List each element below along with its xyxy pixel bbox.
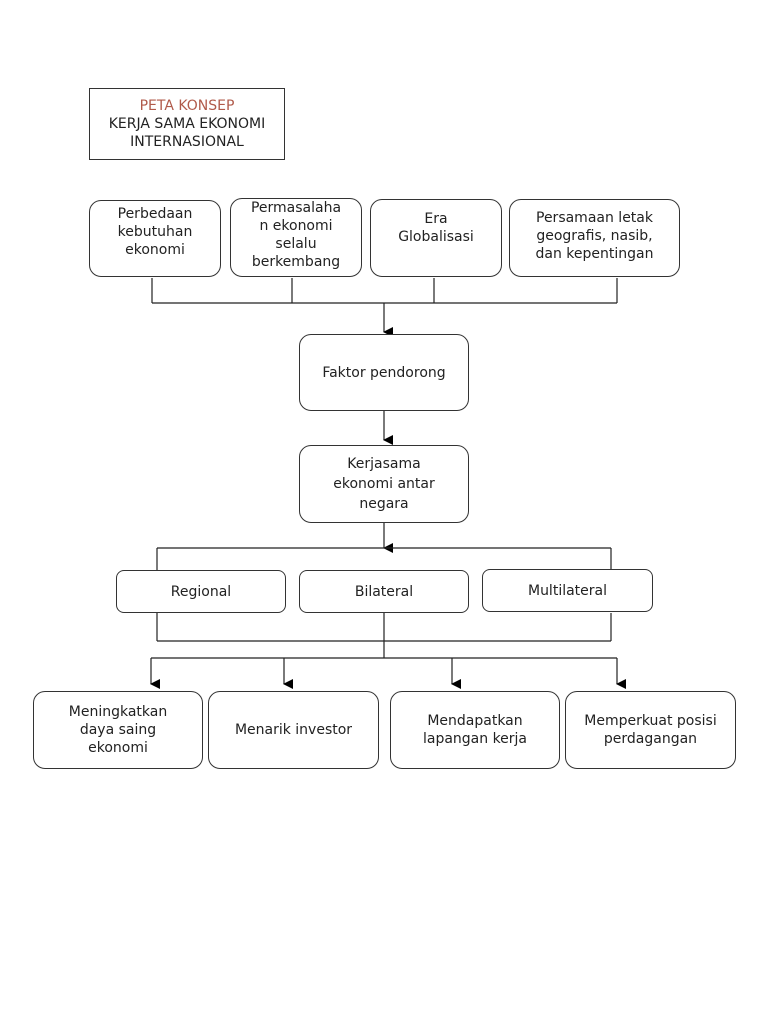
benefit-label: Meningkatkan daya saing ekonomi (68, 704, 168, 756)
cause-label: Permasalaha n ekonomi selalu berkembang (250, 200, 342, 270)
title-heading: PETA KONSEP (139, 98, 235, 114)
type-label: Bilateral (354, 583, 414, 600)
title-subtitle-line-2: INTERNASIONAL (130, 134, 244, 150)
benefit-box-menarik-investor: Menarik investor (208, 691, 379, 769)
cause-box-permasalahan-ekonomi: Permasalaha n ekonomi selalu berkembang (230, 198, 362, 277)
type-box-bilateral: Bilateral (299, 570, 469, 613)
concept-map-title: PETA KONSEP KERJA SAMA EKONOMI INTERNASI… (89, 88, 285, 160)
benefit-box-meningkatkan-daya-saing: Meningkatkan daya saing ekonomi (33, 691, 203, 769)
cause-box-perbedaan-kebutuhan: Perbedaan kebutuhan ekonomi (89, 200, 221, 277)
benefit-box-mendapatkan-lapangan-kerja: Mendapatkan lapangan kerja (390, 691, 560, 769)
benefit-box-memperkuat-posisi: Memperkuat posisi perdagangan (565, 691, 736, 769)
type-box-multilateral: Multilateral (482, 569, 653, 612)
benefit-label: Memperkuat posisi perdagangan (584, 713, 717, 747)
type-label: Multilateral (527, 582, 608, 599)
benefit-label: Menarik investor (234, 722, 353, 738)
driver-label: Faktor pendorong (322, 364, 446, 381)
cooperation-label: Kerjasama ekonomi antar negara (333, 456, 435, 512)
cause-label: Perbedaan kebutuhan ekonomi (117, 206, 193, 258)
title-subtitle-line-1: KERJA SAMA EKONOMI (108, 116, 266, 132)
type-box-regional: Regional (116, 570, 286, 613)
cooperation-box-kerjasama-ekonomi: Kerjasama ekonomi antar negara (299, 445, 469, 523)
cause-box-era-globalisasi: Era Globalisasi (370, 199, 502, 277)
cause-label: Era Globalisasi (398, 211, 474, 245)
driver-box-faktor-pendorong: Faktor pendorong (299, 334, 469, 411)
type-label: Regional (170, 583, 232, 600)
cause-box-persamaan-letak: Persamaan letak geografis, nasib, dan ke… (509, 199, 680, 277)
benefit-label: Mendapatkan lapangan kerja (422, 713, 528, 747)
cause-label: Persamaan letak geografis, nasib, dan ke… (535, 210, 654, 262)
